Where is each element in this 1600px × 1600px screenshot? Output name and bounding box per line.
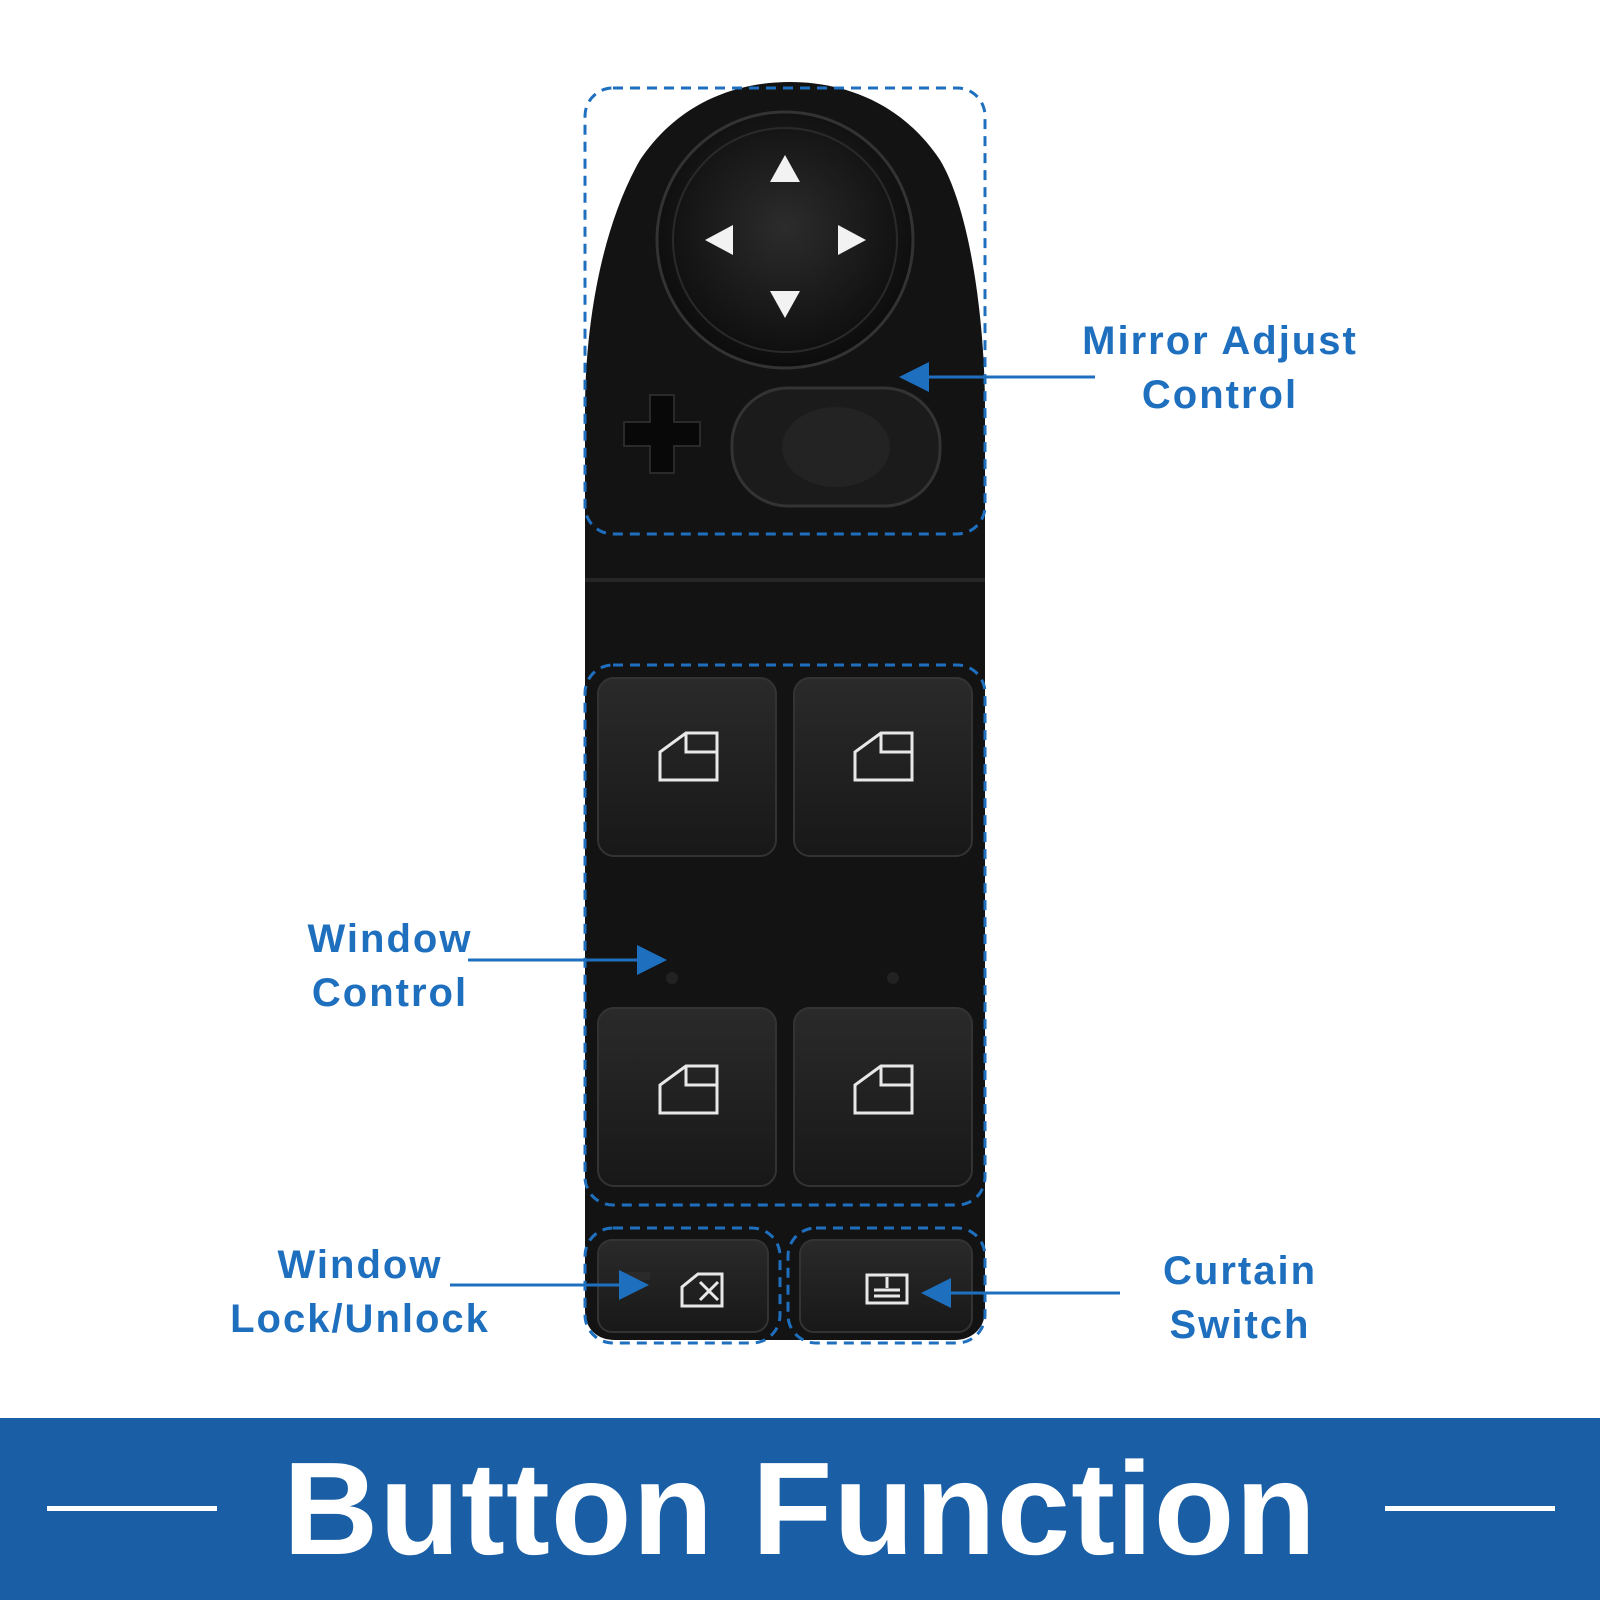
window-switch-front-right[interactable] xyxy=(793,677,973,857)
mirror-select-icon xyxy=(623,394,701,474)
curtain-icon xyxy=(865,1273,909,1305)
mirror-joystick-knob[interactable] xyxy=(655,110,915,370)
lock-indicator-led xyxy=(620,1272,650,1280)
window-switch-front-left[interactable] xyxy=(597,677,777,857)
arrow-left-icon xyxy=(705,225,733,255)
window-icon xyxy=(853,731,914,782)
mirror-joystick-icon xyxy=(705,155,866,318)
arrow-down-icon xyxy=(770,291,800,318)
lock-label-line2: Lock/Unlock xyxy=(230,1297,490,1341)
arrow-up-icon xyxy=(770,155,800,182)
window-icon xyxy=(658,1064,719,1115)
panel-screw xyxy=(887,972,899,984)
curtain-switch-button[interactable] xyxy=(799,1239,973,1333)
mirror-joystick-knob-rim xyxy=(672,127,898,353)
window-switch-rear-left[interactable] xyxy=(597,1007,777,1187)
window-label-line2: Control xyxy=(311,971,469,1015)
arrow-right-icon xyxy=(838,225,866,255)
curtain-switch-label: Curtain Switch xyxy=(1120,1244,1360,1352)
mirror-region-outline xyxy=(583,86,987,536)
window-lock-icon xyxy=(680,1272,724,1308)
panel-screw xyxy=(666,972,678,984)
window-region-outline xyxy=(583,663,987,1207)
switch-panel-diagram xyxy=(450,82,1120,1345)
mirror-adjust-label: Mirror Adjust Control xyxy=(1060,314,1380,422)
panel-divider xyxy=(585,578,985,582)
mirror-label-line2: Control xyxy=(1141,373,1299,417)
window-lock-label: Window Lock/Unlock xyxy=(200,1238,520,1346)
banner-left-line xyxy=(47,1506,217,1511)
mirror-fold-button-cap xyxy=(782,407,890,487)
banner-title: Button Function xyxy=(282,1435,1317,1582)
banner-right-line xyxy=(1385,1506,1555,1511)
title-banner xyxy=(0,1418,1600,1600)
mirror-label-line1: Mirror Adjust xyxy=(1082,319,1358,363)
curtain-label-line1: Curtain xyxy=(1163,1249,1317,1293)
window-icon xyxy=(853,1064,914,1115)
curtain-label-line2: Switch xyxy=(1169,1303,1311,1347)
window-control-label: Window Control xyxy=(270,912,510,1020)
window-label-line1: Window xyxy=(307,917,473,961)
curtain-region-outline xyxy=(786,1226,987,1345)
window-switch-rear-right[interactable] xyxy=(793,1007,973,1187)
window-icon xyxy=(658,731,719,782)
lock-label-line1: Window xyxy=(277,1243,443,1287)
